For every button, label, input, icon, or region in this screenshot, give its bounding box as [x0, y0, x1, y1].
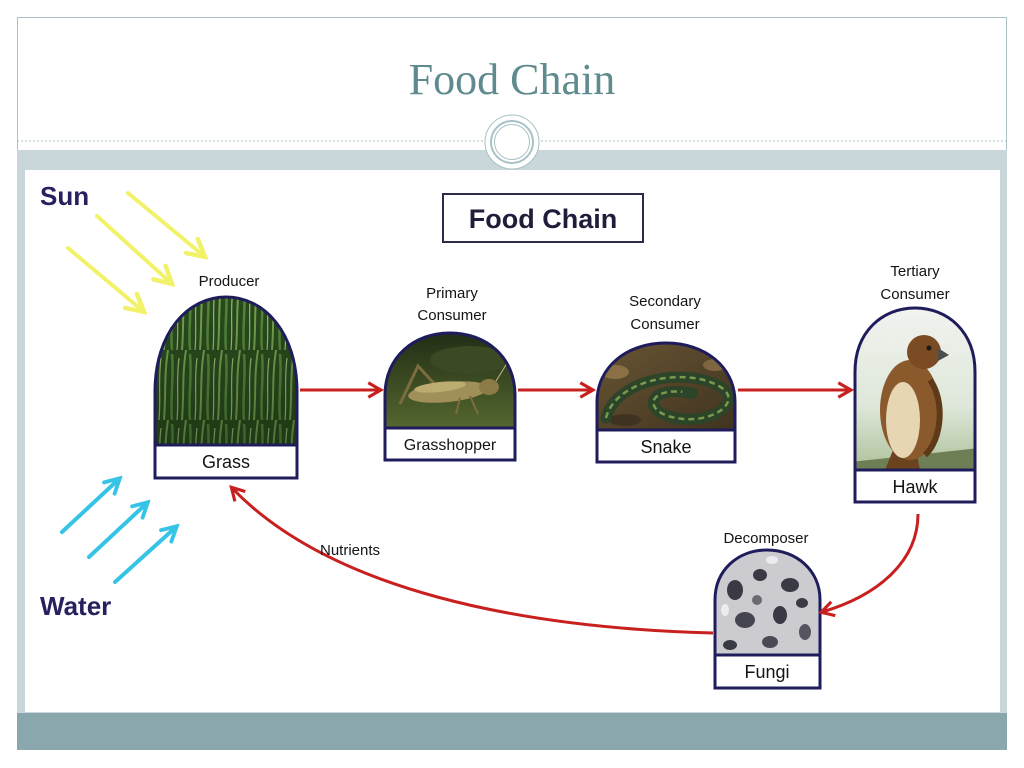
grasshopper-wing — [414, 381, 466, 393]
node-secondary-consumer: Secondary Consumer Snake — [595, 293, 737, 464]
name-box-grass — [153, 443, 299, 480]
fungi-spot — [723, 640, 737, 650]
role-label-producer: Producer — [199, 273, 260, 290]
role-label-tertiary: Tertiary — [890, 263, 940, 280]
grasshopper-arch-outline — [383, 331, 517, 428]
sun-ray-arrow — [95, 214, 171, 283]
water-arrow — [87, 503, 147, 559]
hawk-breast — [886, 382, 920, 458]
hawk-arch-outline — [853, 306, 977, 470]
water-arrow — [60, 479, 119, 534]
name-box-snake — [595, 428, 737, 464]
fungi-arch-outline — [713, 548, 822, 655]
diagram-heading: Food Chain — [469, 204, 617, 234]
sun-ray-arrow — [126, 191, 204, 256]
leaf-shape — [430, 346, 510, 374]
fungi-spot — [773, 606, 787, 624]
role-label-consumer: Consumer — [630, 316, 699, 333]
role-label-secondary: Secondary — [629, 293, 701, 310]
ornament-ring-outer — [490, 120, 534, 164]
node-name-hawk: Hawk — [892, 477, 938, 497]
fungi-spot — [752, 595, 762, 605]
fungi-spot — [762, 636, 778, 648]
water-arrows — [60, 479, 176, 584]
arrow-fungi-to-grass — [232, 488, 714, 635]
water-arrow — [113, 527, 176, 584]
nutrients-label: Nutrients — [320, 542, 380, 559]
fungi-photo — [715, 550, 820, 655]
role-label-consumer: Consumer — [880, 286, 949, 303]
grasshopper-head — [479, 379, 499, 395]
node-decomposer: Decomposer Fungi — [713, 530, 822, 690]
fungi-highlight — [766, 556, 778, 564]
sun-ray-arrow — [66, 246, 143, 311]
node-tertiary-consumer: Tertiary Consumer Hawk — [853, 263, 977, 504]
arrow-hawk-to-fungi — [822, 513, 920, 612]
fungi-spot — [753, 569, 767, 581]
role-label-primary: Primary — [426, 285, 478, 302]
snake-arch-outline — [595, 341, 737, 430]
node-primary-consumer: Primary Consumer Grasshopper — [383, 285, 517, 462]
grass-photo — [155, 297, 297, 445]
fungi-spot — [735, 612, 755, 628]
grass-arch-outline — [153, 295, 299, 445]
fungi-spot — [799, 624, 811, 640]
fungi-spot — [781, 578, 799, 592]
water-label: Water — [40, 591, 111, 621]
fungi-spot — [727, 580, 743, 600]
fungi-spot — [796, 598, 808, 608]
hawk-eye — [926, 345, 932, 351]
name-box-hawk — [853, 468, 977, 504]
hawk-head — [907, 335, 941, 369]
hawk-beak — [938, 348, 949, 361]
node-name-grass: Grass — [202, 452, 250, 472]
slide-title: Food Chain — [408, 55, 616, 104]
hawk-wing — [922, 378, 943, 458]
node-name-snake: Snake — [640, 437, 691, 457]
ornament-disc — [484, 114, 540, 170]
sun-rays — [66, 191, 204, 311]
snake-pattern — [604, 375, 730, 421]
node-name-fungi: Fungi — [744, 662, 789, 682]
role-label-decomposer: Decomposer — [723, 530, 808, 547]
node-producer: Producer Grass — [153, 273, 299, 480]
name-box-fungi — [713, 653, 822, 690]
sun-label: Sun — [40, 181, 89, 211]
diagram-heading-box — [442, 193, 644, 243]
hawk-photo — [855, 308, 975, 470]
name-box-grasshopper — [383, 426, 517, 462]
snake-head — [682, 387, 698, 399]
node-name-grasshopper: Grasshopper — [404, 437, 497, 454]
grass-shadow — [155, 297, 297, 445]
leaf-litter — [609, 414, 641, 426]
footer-bar — [17, 713, 1007, 750]
ornament-ring-inner — [494, 124, 530, 160]
role-label-consumer: Consumer — [417, 307, 486, 324]
fungi-highlight — [721, 604, 729, 616]
grasshopper-hind-leg — [398, 363, 442, 405]
title-ornament — [484, 114, 540, 170]
grasshopper-front-legs — [455, 395, 479, 415]
